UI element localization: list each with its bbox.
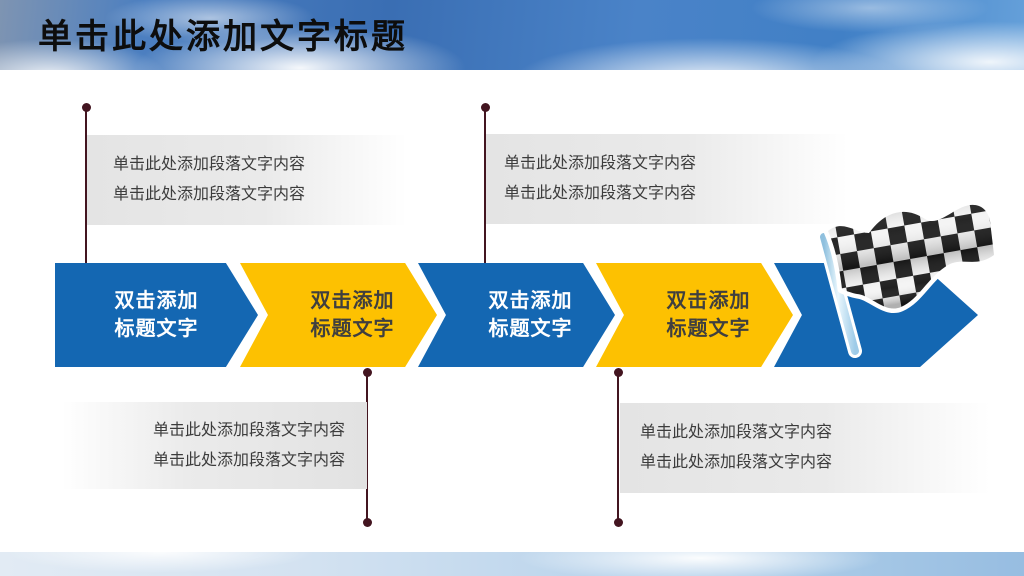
process-step-4[interactable]: 双击添加 标题文字 (596, 263, 793, 367)
process-step-3[interactable]: 双击添加 标题文字 (418, 263, 615, 367)
step-label: 双击添加 标题文字 (310, 290, 395, 340)
callout-top-left[interactable]: 单击此处添加段落文字内容 单击此处添加段落文字内容 (87, 135, 407, 225)
process-step-1[interactable]: 双击添加 标题文字 (55, 263, 258, 367)
step-label: 双击添加 标题文字 (114, 290, 199, 340)
callout-text-line: 单击此处添加段落文字内容 (504, 185, 697, 202)
callout-top-center[interactable]: 单击此处添加段落文字内容 单击此处添加段落文字内容 (486, 134, 848, 224)
callout-text-line: 单击此处添加段落文字内容 (640, 424, 833, 441)
callout-text-line: 单击此处添加段落文字内容 (640, 454, 833, 471)
callout-text-line: 单击此处添加段落文字内容 (152, 421, 345, 439)
connector-dot-3 (481, 103, 490, 112)
callout-text-line: 单击此处添加段落文字内容 (152, 451, 345, 469)
callout-bottom-left[interactable]: 单击此处添加段落文字内容 单击此处添加段落文字内容 (64, 402, 367, 489)
slide-title[interactable]: 单击此处添加文字标题 (38, 18, 408, 56)
step-label: 双击添加 标题文字 (666, 290, 751, 340)
checkered-flag-icon (795, 193, 1010, 365)
sky-banner-footer (0, 552, 1024, 576)
sky-banner-header (0, 0, 1024, 70)
step-label: 双击添加 标题文字 (488, 290, 573, 340)
connector-dot-4-bottom (614, 518, 623, 527)
connector-dot-1 (82, 103, 91, 112)
callout-text-line: 单击此处添加段落文字内容 (113, 156, 306, 173)
callout-text-line: 单击此处添加段落文字内容 (113, 186, 306, 203)
connector-dot-2-bottom (363, 518, 372, 527)
process-step-2[interactable]: 双击添加 标题文字 (240, 263, 437, 367)
connector-line-4 (617, 372, 619, 523)
callout-text-line: 单击此处添加段落文字内容 (504, 155, 697, 172)
connector-dot-4-top (614, 368, 623, 377)
connector-dot-2-top (363, 368, 372, 377)
connector-line-3 (484, 108, 486, 263)
connector-line-2 (366, 372, 368, 523)
callout-bottom-right[interactable]: 单击此处添加段落文字内容 单击此处添加段落文字内容 (620, 403, 990, 493)
connector-line-1 (85, 108, 87, 263)
